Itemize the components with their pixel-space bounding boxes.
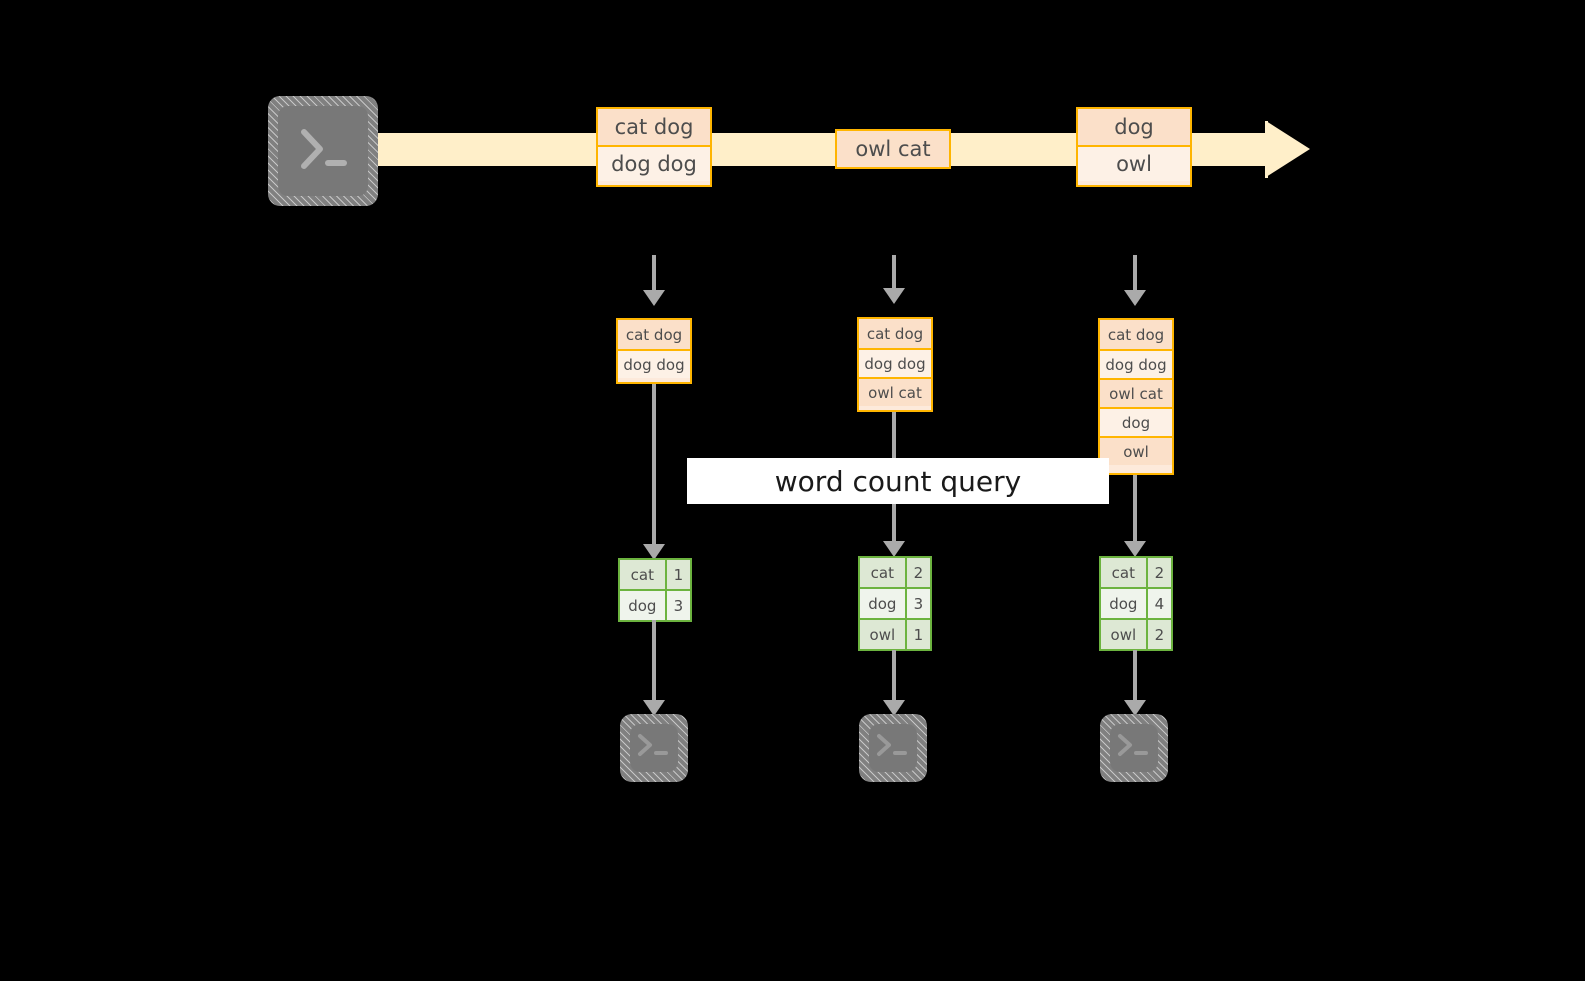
snapshot-3-records: cat dog dog dog owl cat dog owl [1098, 318, 1174, 475]
snapshot-3-sink-terminal-icon [1100, 714, 1168, 782]
snapshot-2-sink-arrowhead [883, 700, 905, 716]
terminal-screen [869, 724, 917, 772]
snapshot-1-sink-arrowhead [643, 700, 665, 716]
stream-batch-2: owl cat [835, 129, 951, 169]
stream-batch-1-line-2: dog dog [598, 145, 710, 181]
result-word: owl [860, 620, 905, 649]
snapshot-1-sink-terminal-icon [620, 714, 688, 782]
result-count: 1 [664, 560, 690, 589]
snapshot-3-stream-connector [1133, 255, 1137, 293]
result-count: 3 [904, 589, 930, 618]
snapshot-3-record-1: cat dog [1100, 320, 1172, 349]
snapshot-1-query-connector [652, 384, 656, 549]
snapshot-2-record-1: cat dog [859, 319, 931, 348]
query-label: word count query [774, 464, 1022, 498]
snapshot-3-record-5: owl [1100, 436, 1172, 465]
snapshot-1-record-2: dog dog [618, 349, 690, 378]
snapshot-2-result-table: cat 2 dog 3 owl 1 [858, 556, 932, 651]
snapshot-3-query-connector [1133, 475, 1137, 545]
snapshot-2-query-arrowhead [883, 541, 905, 557]
terminal-prompt-glyph [301, 129, 347, 169]
snapshot-3-record-2: dog dog [1100, 349, 1172, 378]
snapshot-3-record-3: owl cat [1100, 378, 1172, 407]
snapshot-1-stream-connector [652, 255, 656, 293]
snapshot-1-records: cat dog dog dog [616, 318, 692, 384]
snapshot-1-sink-connector [652, 620, 656, 705]
result-word: cat [620, 560, 665, 589]
stream-batch-1: cat dog dog dog [596, 107, 712, 187]
result-word: cat [860, 558, 905, 587]
snapshot-3-sink-connector [1133, 650, 1137, 705]
snapshot-3-stream-arrowhead [1124, 290, 1146, 306]
terminal-screen [630, 724, 678, 772]
snapshot-2-sink-terminal-icon [859, 714, 927, 782]
snapshot-3-record-4: dog [1100, 407, 1172, 436]
table-row: cat 2 [860, 558, 930, 587]
result-word: dog [1101, 589, 1146, 618]
snapshot-2-record-3: owl cat [859, 377, 931, 406]
result-count: 2 [1145, 620, 1171, 649]
snapshot-1-result-table: cat 1 dog 3 [618, 558, 692, 622]
result-count: 2 [1145, 558, 1171, 587]
snapshot-2-stream-arrowhead [883, 288, 905, 304]
terminal-prompt-glyph [877, 734, 907, 756]
result-count: 4 [1145, 589, 1171, 618]
snapshot-2-stream-connector [892, 255, 896, 293]
table-row: cat 2 [1101, 558, 1171, 587]
result-count: 2 [904, 558, 930, 587]
result-word: owl [1101, 620, 1146, 649]
result-word: dog [620, 591, 665, 620]
table-row: dog 4 [1101, 587, 1171, 618]
result-count: 1 [904, 620, 930, 649]
snapshot-2-record-2: dog dog [859, 348, 931, 377]
snapshot-3-query-arrowhead [1124, 541, 1146, 557]
stream-arrow-head [1266, 121, 1310, 177]
result-word: dog [860, 589, 905, 618]
stream-batch-2-line-1: owl cat [837, 131, 949, 167]
terminal-prompt-glyph [638, 734, 668, 756]
stream-batch-3-line-1: dog [1078, 109, 1190, 145]
terminal-screen [278, 106, 368, 196]
stream-batch-3: dog owl [1076, 107, 1192, 187]
table-row: dog 3 [860, 587, 930, 618]
table-row: owl 2 [1101, 618, 1171, 649]
snapshot-1-query-arrowhead [643, 544, 665, 560]
stream-batch-1-line-1: cat dog [598, 109, 710, 145]
table-row: cat 1 [620, 560, 690, 589]
query-label-band: word count query [687, 458, 1109, 504]
result-count: 3 [664, 591, 690, 620]
table-row: owl 1 [860, 618, 930, 649]
terminal-prompt-glyph [1118, 734, 1148, 756]
snapshot-2-sink-connector [892, 650, 896, 705]
source-terminal-icon [268, 96, 378, 206]
result-word: cat [1101, 558, 1146, 587]
snapshot-3-sink-arrowhead [1124, 700, 1146, 716]
snapshot-1-stream-arrowhead [643, 290, 665, 306]
snapshot-2-records: cat dog dog dog owl cat [857, 317, 933, 412]
snapshot-3-result-table: cat 2 dog 4 owl 2 [1099, 556, 1173, 651]
stream-batch-3-line-2: owl [1078, 145, 1190, 181]
terminal-screen [1110, 724, 1158, 772]
snapshot-1-record-1: cat dog [618, 320, 690, 349]
table-row: dog 3 [620, 589, 690, 620]
